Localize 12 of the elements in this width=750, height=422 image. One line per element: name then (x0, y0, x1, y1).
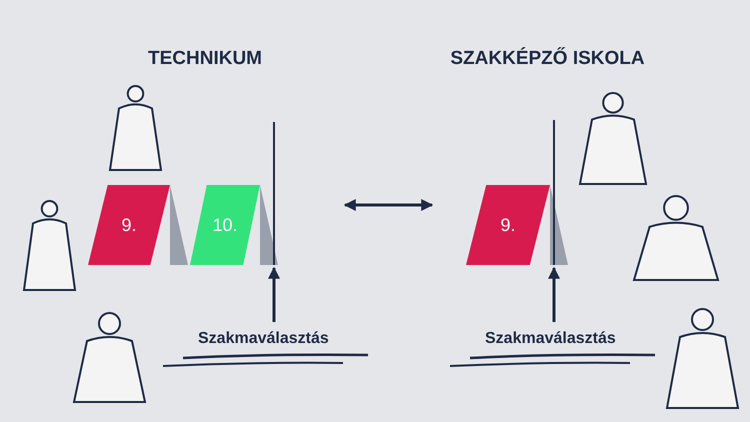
grade-block: 9. (88, 185, 170, 265)
divider-line (553, 120, 555, 265)
grade-block: 10. (190, 185, 260, 265)
arrow (344, 199, 434, 211)
arrow (548, 266, 560, 322)
arrow (268, 266, 280, 322)
group-heading: SZAKKÉPZŐ ISKOLA (449, 48, 646, 70)
choice-label: Szakmaválasztás (485, 330, 620, 352)
choice-label: Szakmaválasztás (198, 330, 333, 352)
grade-block: 9. (466, 185, 550, 265)
group-heading: TECHNIKUM (147, 48, 263, 70)
divider-line (273, 122, 275, 265)
